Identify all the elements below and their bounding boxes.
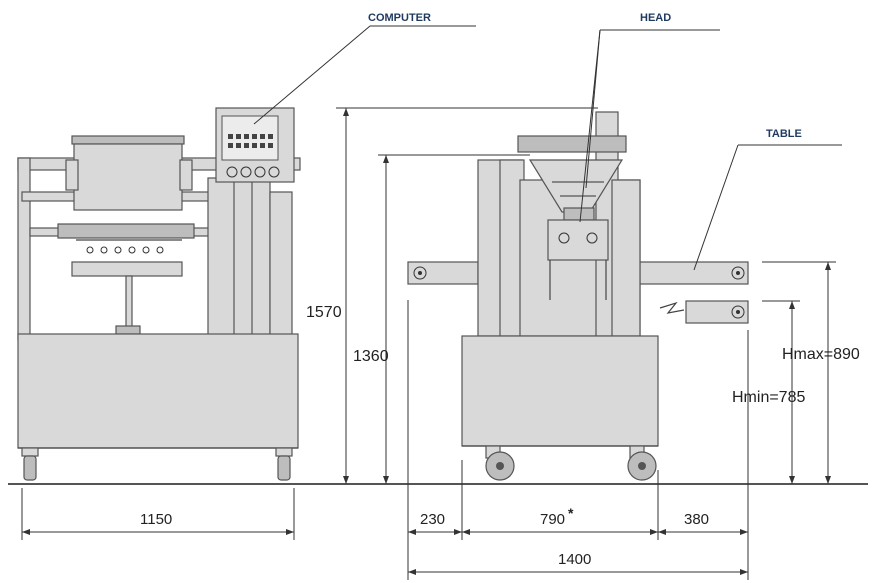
dimension-lines (8, 107, 868, 580)
front-width-label: 1150 (140, 511, 172, 528)
hmax-label: Hmax=890 (782, 346, 860, 363)
callout-leaders (253, 25, 842, 271)
side-1400-label: 1400 (558, 551, 591, 568)
table-callout: TABLE (766, 128, 802, 140)
front-view-machine (17, 107, 301, 481)
height-1570-label: 1570 (306, 304, 342, 321)
height-1360-label: 1360 (353, 348, 389, 365)
table-380-label: 380 (684, 511, 709, 528)
offset-230-label: 230 (420, 511, 445, 528)
base-790-footnote-mark: * (568, 505, 574, 521)
base-790-label: 790 (540, 511, 565, 528)
computer-callout: COMPUTER (368, 12, 431, 24)
side-view-machine (407, 111, 749, 481)
hmin-label: Hmin=785 (732, 389, 805, 406)
head-callout: HEAD (640, 12, 671, 24)
